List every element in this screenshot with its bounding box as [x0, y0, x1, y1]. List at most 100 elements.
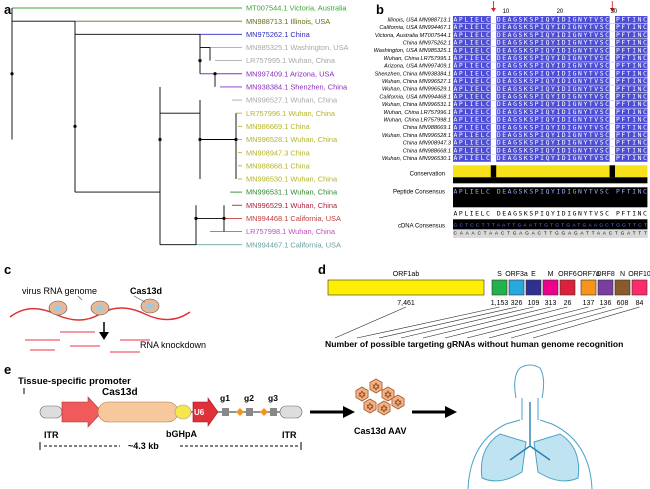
- alignment-row-label: Wuhan, China MN996529.1: [382, 87, 451, 93]
- u6-arrow: [192, 397, 219, 427]
- gene-box: [327, 279, 485, 296]
- callout-line: [466, 306, 589, 339]
- promoter-label: Tissue-specific promoter: [18, 376, 131, 387]
- human-lungs-illustration: [467, 364, 593, 489]
- cdna-consensus-label: cDNA Consensus: [398, 223, 445, 229]
- alignment-row-seq: APLIELC DEAGSKSPIQYIDIGNYTVSC PFTINC: [454, 123, 648, 131]
- alignment-row-seq: APLIELC DEAGSKSPIQYIDIGNYTVSC PFTINC: [454, 139, 648, 147]
- gene-box: [580, 279, 597, 296]
- alignment-row-seq: APLIELC DEAGSKSPIQYIDIGNYTVSC PFTINC: [454, 131, 648, 139]
- gene-name-label: ORF6: [558, 271, 577, 278]
- tree-leaf-label: MN985325.1 Washington, USA: [246, 43, 348, 52]
- alignment-row-band: [453, 146, 648, 155]
- tree-leaf-label: MN986669.1 China: [246, 122, 311, 131]
- alignment-row-seq: APLIELC DEAGSKSPIQYIDIGNYTVSC PFTINC: [454, 77, 648, 85]
- alignment-row-band: [453, 39, 648, 47]
- g2-label: g2: [244, 393, 254, 403]
- phylogenetic-tree: MT007544.1 Victoria, AustraliaMN988713.1…: [10, 4, 348, 249]
- alignment-row-band: [453, 116, 648, 124]
- alignment-tick-label: 20: [557, 9, 564, 15]
- alignment-row-seq: APLIELC DEAGSKSPIQYIDIGNYTVSC PFTINC: [454, 31, 648, 39]
- alignment-row-seq: APLIELC DEAGSKSPIQYIDIGNYTVSC PFTINC: [454, 154, 648, 162]
- itr-left-box: [39, 405, 63, 419]
- grna-count-label: 84: [636, 300, 644, 307]
- grna-count-label: 326: [511, 300, 523, 307]
- alignment-row-band: [453, 123, 648, 131]
- aav-capsid: [355, 386, 369, 402]
- gene-name-label: S: [497, 271, 502, 278]
- alignment-row-band: [453, 139, 648, 147]
- alignment-row-band: [453, 46, 648, 54]
- alignment-row-seq: APLIELC DEAGSKSPIQYIDIGNYTVSC PFTINC: [454, 146, 648, 154]
- panel-e-label: e: [4, 362, 12, 377]
- cdna-seq-line1: GCTCCTTTAATTGAATTGTGTGATGAAGCTGGTTCT: [454, 222, 647, 228]
- alignment-row-band: [453, 62, 648, 70]
- alignment-row-label: China MN975262.1: [403, 41, 451, 47]
- panel-c-diagram: virus RNA genome Cas13d RNA knockdown: [9, 286, 206, 353]
- gene-name-label: ORF3a: [505, 271, 528, 278]
- grna-count-label: 1,153: [491, 300, 509, 307]
- aav-capsid: [369, 378, 383, 394]
- gene-box: [525, 279, 542, 296]
- panel-d-label: d: [318, 262, 326, 277]
- grna-count-label: 137: [583, 300, 595, 307]
- gene-box: [542, 279, 559, 296]
- alignment-row-label: Arizona, USA MN997409.1: [383, 64, 451, 70]
- alignment-row-label: Wuhan, China MN996531.1: [382, 102, 451, 108]
- alignment-tick-label: 30: [611, 9, 618, 15]
- aav-capsid: [363, 398, 377, 414]
- tree-leaf-label: MN997409.1 Arizona, USA: [246, 69, 334, 78]
- callout-line: [510, 306, 623, 339]
- cas13d-complex-2: [90, 300, 110, 316]
- callout-line: [422, 306, 551, 339]
- gene-name-label: ORF7a: [577, 271, 600, 278]
- alignment-row-seq: APLIELC DEAGSKSPIQYIDIGNYTVSC PFTINC: [454, 16, 648, 24]
- alignment-row-seq: APLIELC DEAGSKSPIQYIDIGNYTVSC PFTINC: [454, 100, 648, 108]
- gene-name-label: ORF10: [628, 271, 650, 278]
- alignment-row-label: Wuhan, China MN996528.1: [382, 133, 451, 139]
- gene-box: [559, 279, 576, 296]
- tree-node: [222, 216, 226, 220]
- tree-node: [158, 137, 162, 142]
- alignment-row-seq: APLIELC DEAGSKSPIQYIDIGNYTVSC PFTINC: [454, 85, 648, 93]
- alignment-row-band: [453, 131, 648, 139]
- itr-left-label: ITR: [44, 430, 59, 440]
- g2-box: [246, 408, 253, 416]
- cas13d-gene-label: Cas13d: [102, 387, 138, 398]
- alignment-row-band: [453, 54, 648, 62]
- alignment-row-seq: APLIELC DEAGSKSPIQYIDIGNYTVSC PFTINC: [454, 54, 648, 62]
- alignment-row-label: China MN988669.1: [403, 125, 451, 131]
- tree-leaf-label: LR757998.1 Wuhan, China: [246, 227, 336, 236]
- tree-node: [194, 216, 198, 220]
- tree-leaf-label: MN996529.1 Wuhan, China: [246, 201, 338, 210]
- bghpa-box: [174, 404, 192, 420]
- g1-label: g1: [220, 393, 230, 403]
- gene-box: [491, 279, 508, 296]
- tree-leaf-label: MN996530.1 Wuhan, China: [246, 175, 338, 184]
- tree-leaf-label: MN994467.1 California, USA: [246, 240, 341, 249]
- alignment-row-label: Illinois, USA MN988713.1: [387, 17, 451, 23]
- panel-b-label: b: [376, 2, 384, 17]
- callout-line: [334, 306, 407, 339]
- itr-right-box: [279, 405, 303, 419]
- gene-box: [508, 279, 525, 296]
- aav-capsid: [381, 386, 395, 402]
- alignment-row-band: [453, 69, 648, 78]
- alignment-row-label: China MN988668.1: [403, 148, 451, 154]
- aav-particles: [355, 378, 405, 416]
- grna-count-label: 26: [564, 300, 572, 307]
- alignment-row-seq: APLIELC DEAGSKSPIQYIDIGNYTVSC PFTINC: [454, 46, 648, 54]
- gene-box: [631, 279, 648, 296]
- alignment-row-seq: APLIELC DEAGSKSPIQYIDIGNYTVSC PFTINC: [454, 116, 648, 124]
- alignment-row-band: [453, 93, 648, 101]
- alignment-row-label: Wuhan, China LR757996.1: [384, 110, 451, 116]
- alignment-row-band: [453, 108, 648, 116]
- tree-leaf-label: LR757996.1 Wuhan, China: [246, 109, 336, 118]
- panel-c-label: c: [4, 262, 12, 277]
- rna-fragments: [25, 331, 150, 353]
- construct-size-label: ~4.3 kb: [128, 441, 159, 451]
- callout-line: [444, 306, 568, 339]
- gene-name-label: ORF8: [596, 271, 615, 278]
